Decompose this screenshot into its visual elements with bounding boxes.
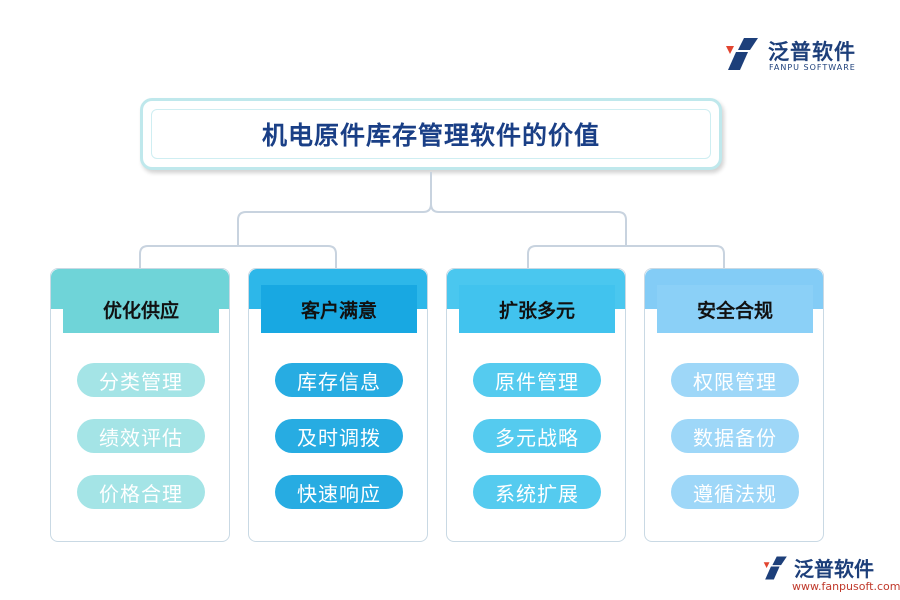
card-heading: 客户满意 [261, 285, 417, 333]
item-pill: 及时调拨 [275, 419, 403, 453]
connector-right-pair [527, 245, 725, 268]
fanpu-logo-icon [763, 556, 787, 580]
category-card-security-compliance: 安全合规 权限管理 数据备份 遵循法规 [644, 268, 824, 542]
card-heading: 优化供应 [63, 285, 219, 333]
brand-subtitle: FANPU SOFTWARE [769, 63, 856, 72]
category-card-customer-satisfaction: 客户满意 库存信息 及时调拨 快速响应 [248, 268, 428, 542]
title-inner-frame [151, 109, 711, 159]
card-heading: 安全合规 [657, 285, 813, 333]
category-card-optimize-supply: 优化供应 分类管理 绩效评估 价格合理 [50, 268, 230, 542]
brand-name: 泛普软件 [768, 40, 856, 64]
connector-left-pair [139, 245, 337, 268]
item-pill: 遵循法规 [671, 475, 799, 509]
connector-right-branch [430, 203, 627, 246]
item-pill: 系统扩展 [473, 475, 601, 509]
item-pill: 快速响应 [275, 475, 403, 509]
card-heading: 扩张多元 [459, 285, 615, 333]
category-card-expansion: 扩张多元 原件管理 多元战略 系统扩展 [446, 268, 626, 542]
item-pill: 权限管理 [671, 363, 799, 397]
item-pill: 多元战略 [473, 419, 601, 453]
brand-name-bottom: 泛普软件 [794, 557, 874, 581]
diagram-title-box: 机电原件库存管理软件的价值 [140, 98, 722, 170]
brand-logo-bottom: 泛普软件 www.fanpusoft.com [762, 553, 900, 597]
item-pill: 库存信息 [275, 363, 403, 397]
diagram-title: 机电原件库存管理软件的价值 [261, 121, 600, 150]
item-pill: 分类管理 [77, 363, 205, 397]
connector-left-branch [237, 172, 432, 246]
item-pill: 价格合理 [77, 475, 205, 509]
brand-logo-top: 泛普软件 FANPU SOFTWARE [724, 34, 874, 76]
item-pill: 数据备份 [671, 419, 799, 453]
brand-url: www.fanpusoft.com [792, 580, 900, 593]
fanpu-logo-icon [726, 38, 758, 70]
item-pill: 原件管理 [473, 363, 601, 397]
item-pill: 绩效评估 [77, 419, 205, 453]
